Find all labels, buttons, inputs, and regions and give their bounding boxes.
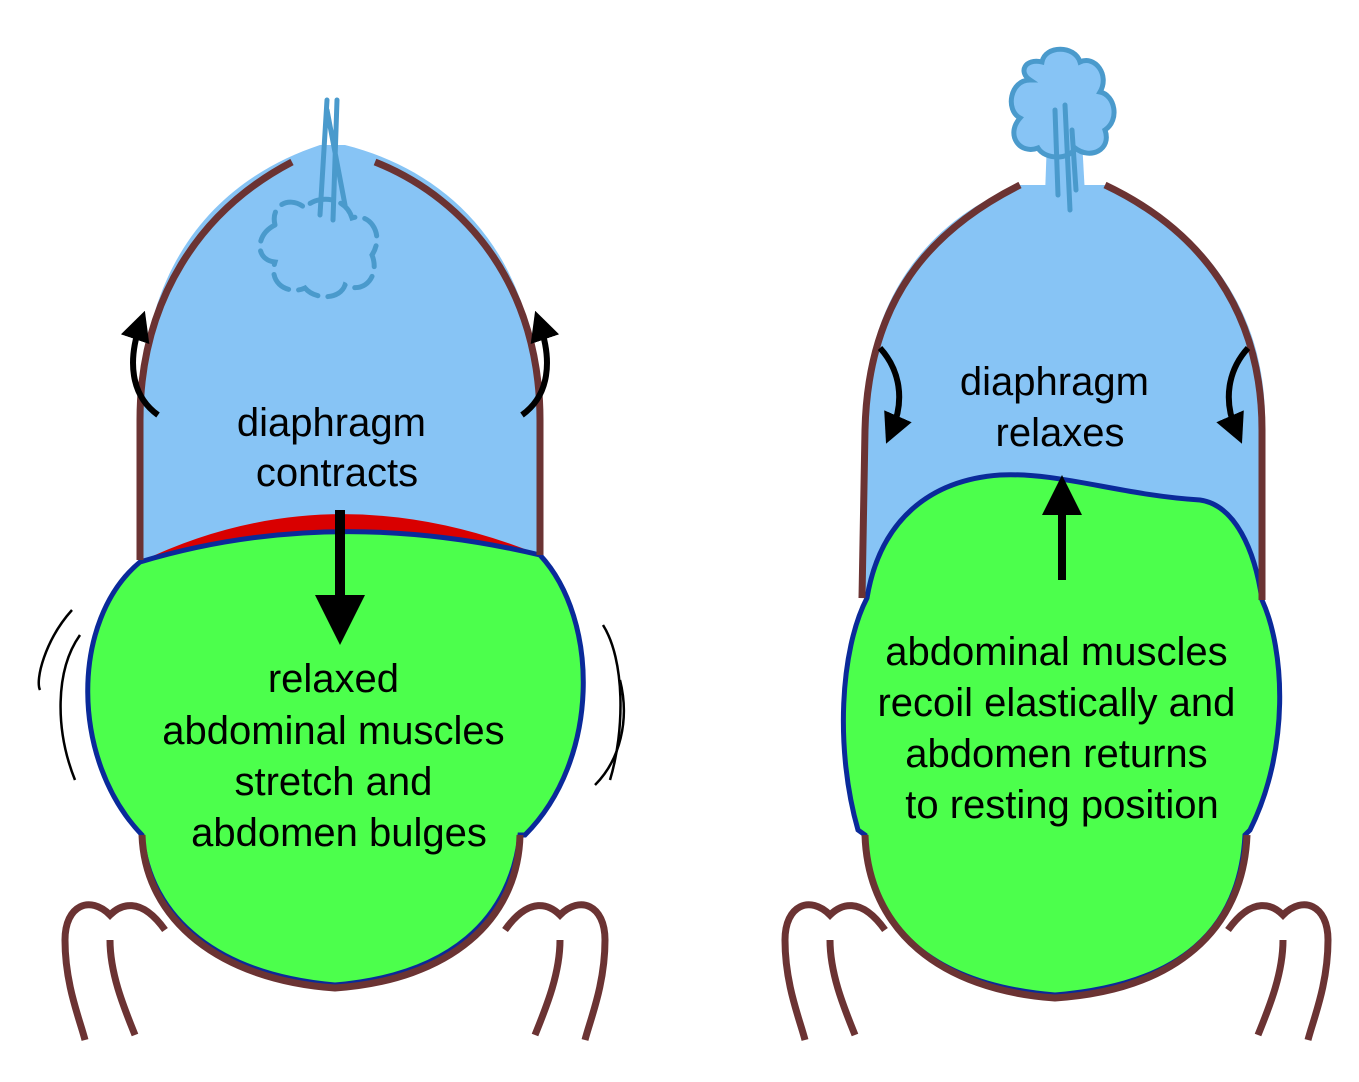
left-lower-outline [138,834,524,992]
right-diaphragm-label: diaphragm relaxes [960,360,1160,455]
left-panel: diaphragm contracts relaxed abdominal mu… [37,97,626,1041]
left-air-puff [257,97,380,300]
right-air-puff [1008,46,1117,213]
right-body-outline-left [858,181,1022,599]
left-body-outline [136,158,294,560]
left-leg-left [61,901,168,1041]
left-rib-arrow-left [120,310,160,418]
left-abdomen-label: relaxed abdominal muscles stretch and ab… [162,657,516,855]
left-abdomen [85,529,586,988]
right-leg-left [781,901,888,1041]
left-bulge-lines [37,609,626,786]
right-leg-right [1225,901,1332,1041]
left-body-outline-right [373,158,544,555]
left-rib-arrow-right [520,310,560,418]
right-rib-arrow-left [877,345,912,444]
right-lower-outline [861,834,1251,1002]
right-panel: diaphragm relaxes abdominal muscles reco… [781,46,1332,1041]
left-chest-cavity [140,145,540,560]
right-body-outline-right [1103,181,1266,600]
left-diaphragm-label: diaphragm contracts [237,401,437,495]
left-diaphragm-contracted [140,514,540,562]
right-rib-arrow-right [1216,345,1251,444]
left-leg-right [502,901,609,1041]
right-abdomen-label: abdominal muscles recoil elastically and… [877,630,1246,827]
